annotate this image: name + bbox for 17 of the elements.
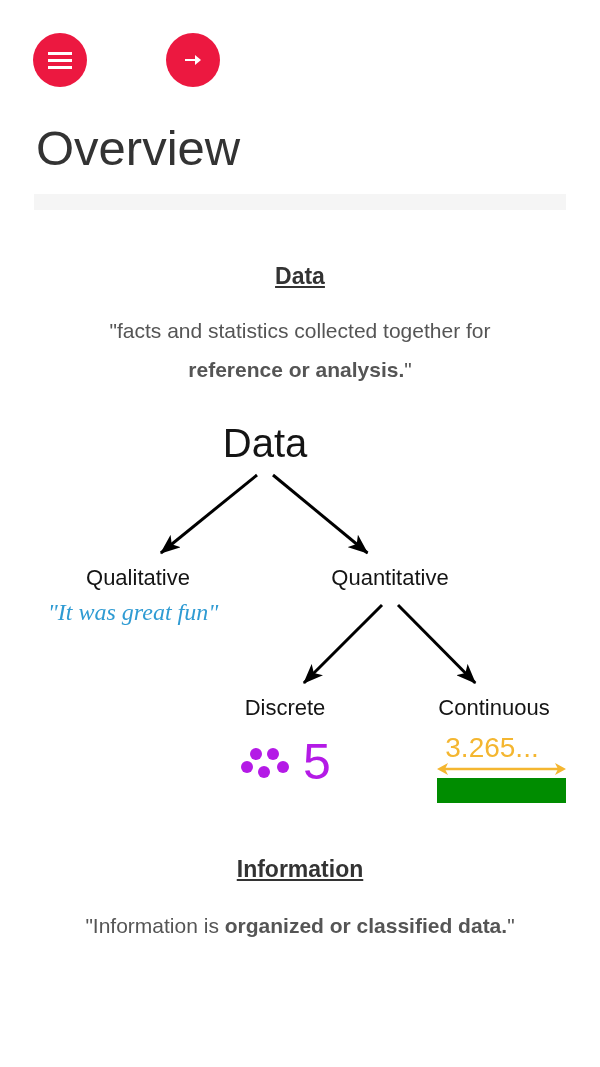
arrow [396,603,477,685]
count-number: 5 [303,737,331,787]
section-heading: Information [236,856,364,884]
tree-label: Qualitative [86,553,190,591]
tree-label: Quantitative [331,553,449,605]
definition-quote: "facts and statistics collected together for reference or analysis." [108,318,492,383]
tree-label: Data [222,420,308,475]
tree-label: Continuous [438,683,550,721]
definition-quote: "Information is organized or classified data." [85,913,515,939]
page-title: Overview [36,120,241,177]
arrow [272,473,369,555]
arrow [302,603,384,685]
section-heading: Data [275,263,325,291]
tree-label: Discrete [244,683,326,721]
decimal-number: 3.265... [445,734,539,762]
arrow [159,473,258,555]
example-quote: "It was great fun" [47,600,219,624]
